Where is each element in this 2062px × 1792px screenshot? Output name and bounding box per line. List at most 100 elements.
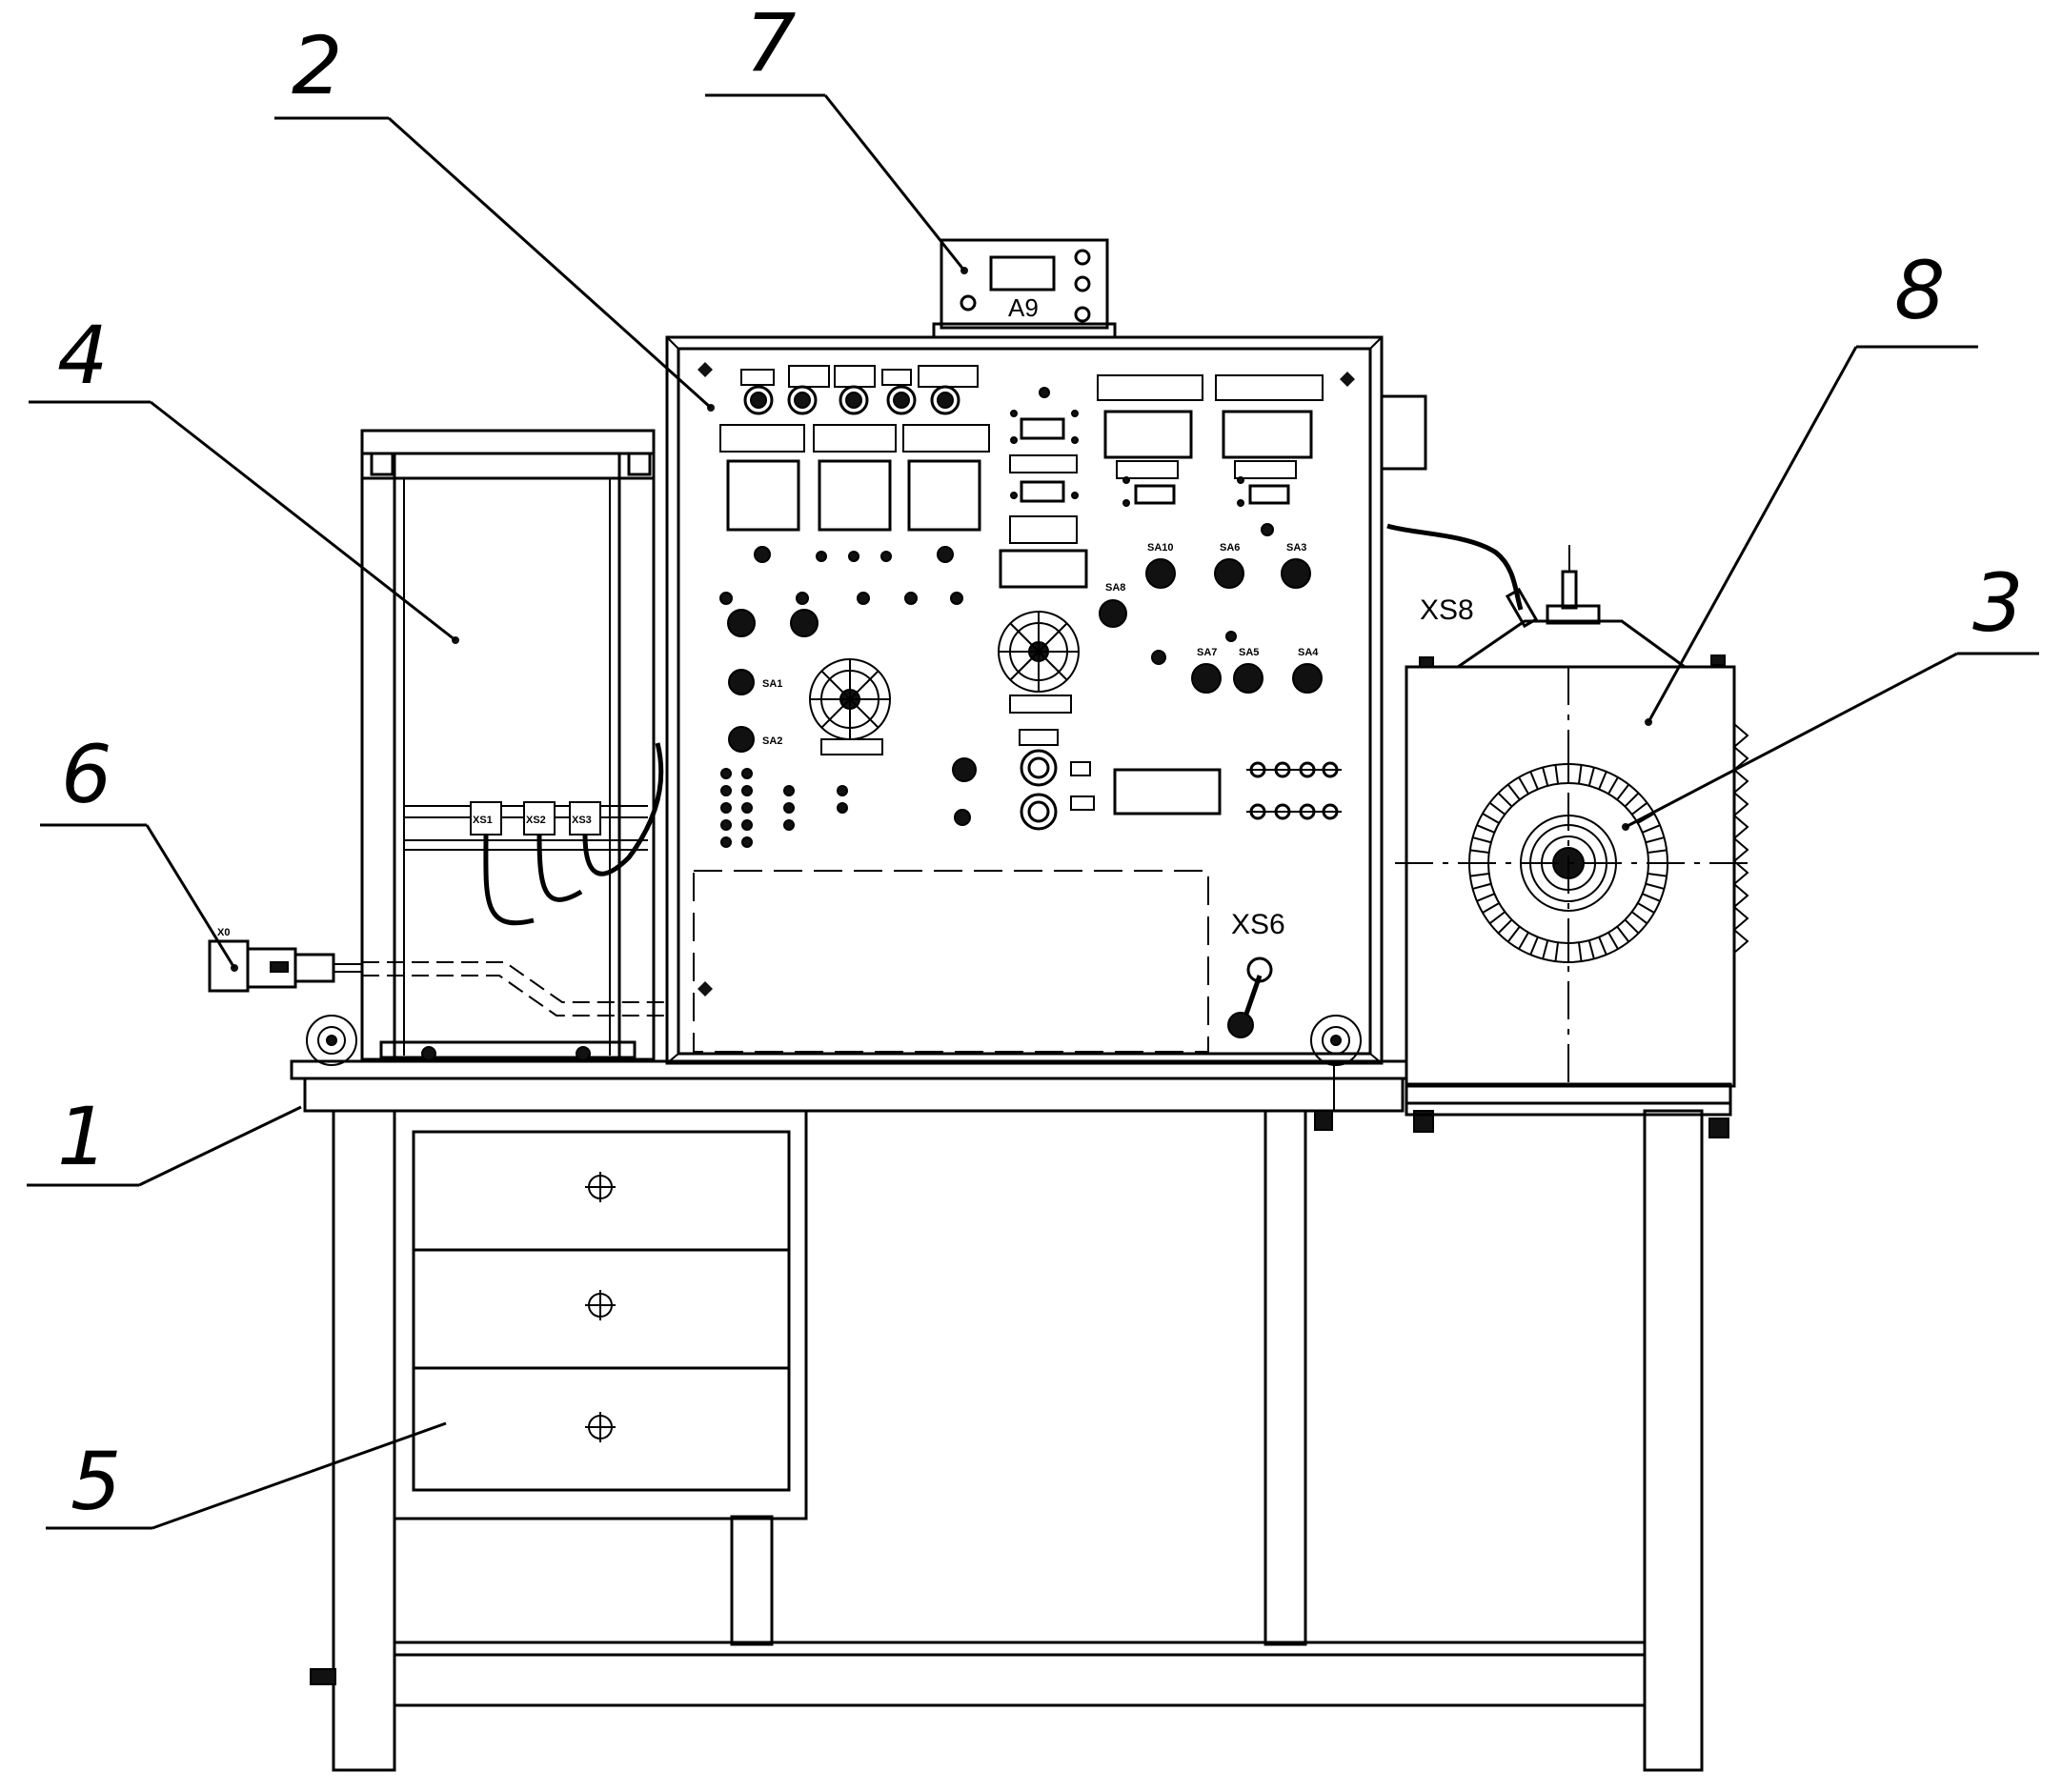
flywheel-tooth (1469, 849, 1489, 855)
flywheel-tooth (1631, 801, 1648, 815)
drawer-3 (412, 1366, 791, 1492)
flywheel-tooth (1598, 936, 1607, 956)
flywheel-tooth (1607, 776, 1619, 795)
sa7-switch (1191, 663, 1222, 694)
sa4-switch (1292, 663, 1323, 694)
side-box (1380, 394, 1427, 471)
flywheel-tooth (1587, 767, 1595, 787)
xs1-label: XS1 (473, 815, 493, 826)
xs3-socket (569, 801, 601, 836)
flywheel-tooth (1518, 776, 1529, 795)
left-knob-1 (727, 609, 756, 637)
flywheel-tooth (1637, 902, 1655, 914)
xs1-socket (470, 801, 502, 836)
sa4-label: SA4 (1298, 647, 1319, 658)
right-display-2 (1222, 410, 1313, 459)
meter-1 (726, 459, 800, 532)
callout-leaders (27, 93, 2039, 1530)
sa10-label: SA10 (1147, 542, 1174, 554)
xs3-label: XS3 (572, 815, 592, 826)
flywheel-tooth (1497, 918, 1513, 935)
callout-numbers: 1 2 3 4 5 6 7 8 (57, 0, 2023, 1528)
sa3-switch (1281, 558, 1311, 589)
flywheel-tooth (1648, 849, 1668, 855)
leveling-bolt (310, 1668, 336, 1685)
right-display-1 (1103, 410, 1193, 459)
flywheel-tooth (1529, 936, 1539, 956)
a9-label: A9 (1008, 293, 1039, 322)
sa8-switch (1099, 599, 1127, 628)
sa1-switch (728, 669, 755, 695)
flywheel-tooth (1506, 926, 1521, 943)
plug-body (208, 939, 250, 993)
jack-sockets (1246, 761, 1342, 820)
callout-2: 2 (292, 19, 342, 112)
flywheel-tooth (1476, 893, 1495, 902)
flywheel-tooth (1554, 942, 1560, 962)
cabinet-body (393, 1109, 808, 1520)
top-knobs (743, 385, 960, 415)
a9-housing (940, 238, 1109, 330)
flywheel-tooth (1587, 939, 1595, 959)
flywheel-tooth (1624, 792, 1640, 808)
meter-3 (907, 459, 981, 532)
callout-5: 5 (71, 1435, 121, 1528)
flywheel-tooth (1616, 926, 1630, 943)
flywheel-tooth (1637, 813, 1655, 824)
flywheel-tooth (1506, 783, 1521, 800)
sa10-switch (1145, 558, 1176, 589)
flywheel-tooth (1577, 764, 1583, 784)
flywheel-tooth (1648, 872, 1668, 877)
flywheel-tooth (1476, 824, 1495, 834)
lower-display (1113, 768, 1222, 815)
flywheel-tooth (1542, 939, 1549, 959)
callout-7: 7 (745, 0, 796, 90)
sa2-label: SA2 (762, 735, 782, 747)
drawer-3-handle-icon (585, 1412, 616, 1442)
flywheel-tooth (1529, 771, 1539, 790)
drawer-2-handle-icon (585, 1290, 616, 1320)
sa7-label: SA7 (1197, 647, 1217, 658)
table-top-rim (303, 1077, 1405, 1113)
callout-1: 1 (57, 1090, 108, 1183)
access-panel (693, 870, 1209, 1053)
sa6-switch (1214, 558, 1244, 589)
sa8-label: SA8 (1105, 582, 1125, 594)
control-panel: SA1 SA2 (306, 335, 1524, 1111)
flywheel-tooth (1577, 942, 1583, 962)
right-front-leg (1643, 1109, 1704, 1772)
flywheel-tooth (1518, 932, 1529, 950)
x0-label: X0 (217, 927, 230, 938)
sa5-switch (1233, 663, 1263, 694)
flywheel-tooth (1482, 813, 1500, 824)
flywheel-unit: XS8 (1395, 545, 1749, 1117)
left-front-leg (332, 1109, 396, 1772)
right-back-leg (1263, 1109, 1307, 1646)
sa2-switch (728, 726, 755, 753)
flywheel-tooth (1488, 801, 1506, 815)
left-knob-2 (790, 609, 819, 637)
callout-3: 3 (1972, 556, 2023, 650)
rotary-selector-1 (809, 658, 891, 755)
flywheel-tooth (1542, 767, 1549, 787)
flywheel-tooth (1645, 836, 1665, 844)
cooling-fins (1732, 723, 1749, 954)
castor-wheels (306, 1015, 1362, 1111)
xs6-label: XS6 (1231, 909, 1285, 940)
flywheel-tooth (1472, 882, 1492, 890)
indicator-lamps (720, 768, 848, 848)
xs8-label: XS8 (1420, 594, 1474, 626)
callout-4: 4 (57, 309, 108, 402)
flywheel-tooth (1497, 792, 1513, 808)
flywheel-tooth (1469, 872, 1489, 877)
drawer-cabinet (393, 1109, 808, 1520)
drawer-1-handle-icon (585, 1172, 616, 1202)
sa6-label: SA6 (1220, 542, 1240, 554)
a9-screen (989, 255, 1056, 292)
flywheel-tooth (1631, 911, 1648, 925)
left-enclosure: XS1 XS2 XS3 (360, 429, 664, 1061)
display-box-a9: A9 (932, 238, 1117, 339)
sa3-label: SA3 (1286, 542, 1306, 554)
flywheel-tooth (1624, 918, 1640, 935)
